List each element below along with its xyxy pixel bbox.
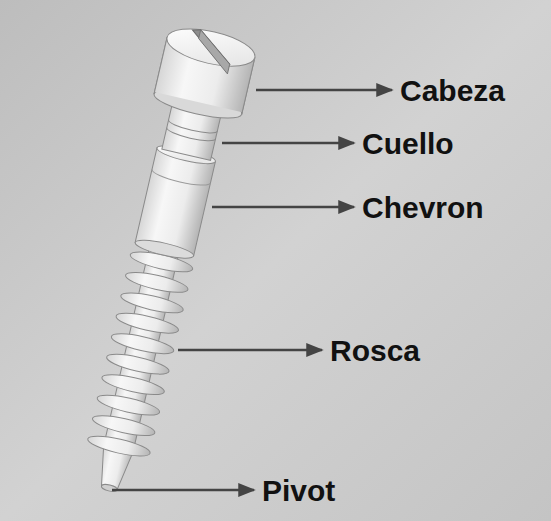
leader-line bbox=[256, 89, 392, 92]
thread-disc bbox=[96, 391, 162, 419]
part-label: Chevron bbox=[362, 191, 484, 224]
thread-disc bbox=[119, 289, 185, 317]
thread-disc bbox=[91, 412, 157, 440]
pivot-end bbox=[101, 483, 118, 492]
thread-disc bbox=[86, 432, 152, 460]
thread bbox=[86, 248, 194, 460]
head-edge bbox=[242, 58, 255, 115]
leader-line bbox=[212, 206, 354, 209]
leader-line bbox=[178, 349, 322, 352]
thread-disc bbox=[110, 330, 176, 358]
neck-groove bbox=[166, 128, 216, 144]
thread-disc bbox=[105, 350, 171, 378]
screw bbox=[65, 22, 259, 501]
head-slot-wall bbox=[192, 30, 235, 74]
thread-disc bbox=[115, 309, 181, 337]
head-edge bbox=[154, 37, 167, 94]
chevron-bottom bbox=[134, 237, 195, 262]
head-top bbox=[164, 22, 259, 73]
chevron-ring bbox=[151, 169, 211, 188]
thread-disc bbox=[100, 371, 166, 399]
part-label: Cabeza bbox=[400, 74, 505, 107]
leader-lines bbox=[112, 90, 392, 490]
leader-line bbox=[112, 489, 254, 492]
part-label: Pivot bbox=[262, 474, 335, 507]
part-label: Cuello bbox=[362, 127, 454, 160]
part-label: Rosca bbox=[330, 334, 420, 367]
leader-line bbox=[222, 142, 354, 145]
thread-disc bbox=[124, 268, 190, 296]
chevron-collar bbox=[135, 148, 215, 256]
